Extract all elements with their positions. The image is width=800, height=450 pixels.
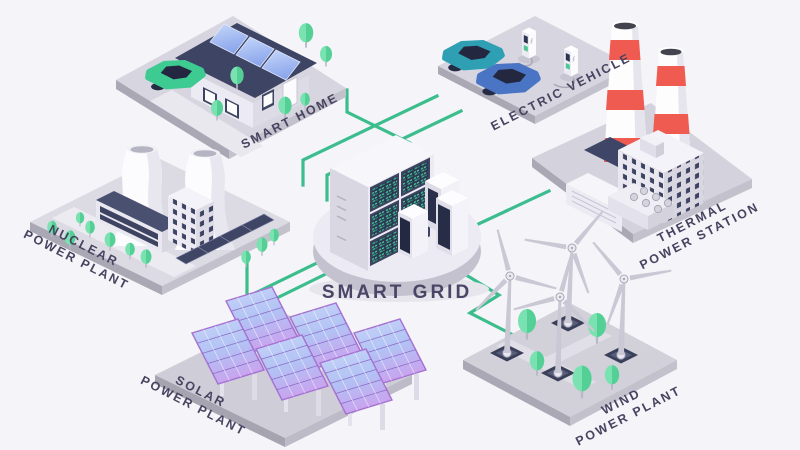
- smart-grid-title: SMART GRID: [321, 282, 473, 303]
- wind-power-plant-scene: [455, 183, 680, 426]
- line-ev-bus-a: [301, 93, 440, 187]
- server-rack: [398, 204, 428, 259]
- line-thermal: [469, 188, 552, 230]
- line-ev-bus-b: [325, 108, 464, 202]
- thermal-power-station-scene: [532, 20, 752, 243]
- line-wind: [450, 264, 524, 342]
- nuclear-power-plant-scene: [30, 144, 290, 295]
- smart-home-scene: [116, 16, 346, 159]
- solar-power-plant-scene: [155, 286, 427, 447]
- server-rack: [436, 190, 468, 256]
- electric-vehicle-scene: [438, 16, 632, 124]
- turbine-bases: [490, 248, 638, 382]
- smart-grid-platform: [309, 135, 489, 302]
